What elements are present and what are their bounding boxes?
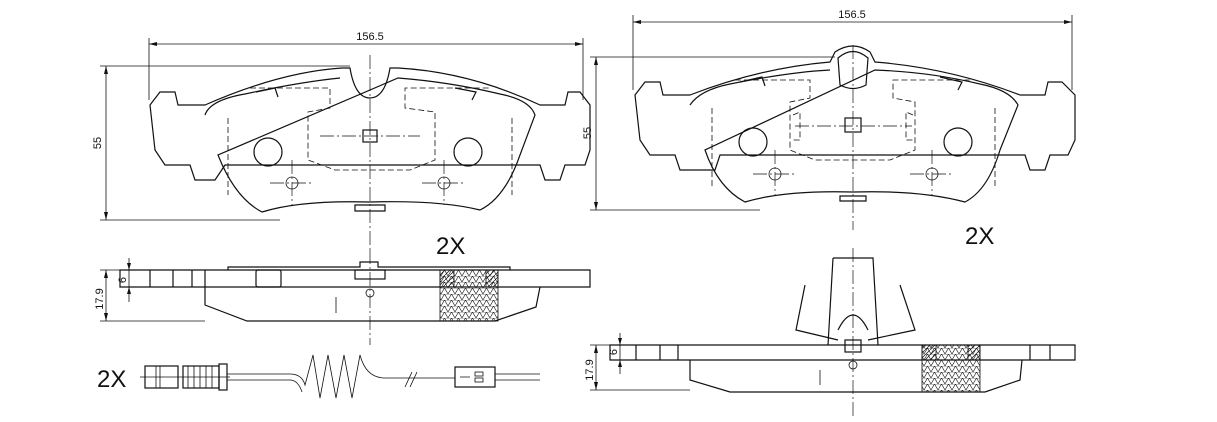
width-dimension: 156.5: [632, 9, 1073, 90]
height-label: 55: [582, 127, 594, 139]
right-pad-side-view: 17.9 6: [584, 248, 1076, 418]
right-pad-top-view: 156.5 55 2X: [582, 9, 1076, 250]
backing-plate: [634, 45, 1076, 171]
left-pad-top-view: 156.5 55 2X: [92, 31, 591, 260]
right-pad-qty: 2X: [965, 223, 994, 250]
thickness-label: 17.9: [584, 359, 596, 380]
wear-sensor-qty: 2X: [97, 366, 126, 393]
friction-material: [204, 77, 536, 213]
thickness-label: 17.9: [94, 288, 106, 309]
height-label: 55: [92, 137, 104, 149]
height-dimension: 55: [92, 65, 350, 221]
width-dimension: 156.5: [148, 31, 584, 100]
backing-plate: [149, 67, 591, 181]
left-pad-qty: 2X: [436, 233, 465, 260]
friction-material: [689, 69, 1019, 203]
height-dimension: 55: [582, 56, 835, 211]
retaining-clip: [795, 257, 916, 346]
left-pad-side-view: 17.9 6: [94, 250, 591, 345]
wear-sensor-wire: 2X: [97, 354, 540, 399]
width-label: 156.5: [356, 31, 384, 43]
width-label: 156.5: [838, 9, 866, 21]
plate-thickness-label: 6: [608, 349, 620, 355]
plate-thickness-label: 6: [117, 277, 129, 283]
